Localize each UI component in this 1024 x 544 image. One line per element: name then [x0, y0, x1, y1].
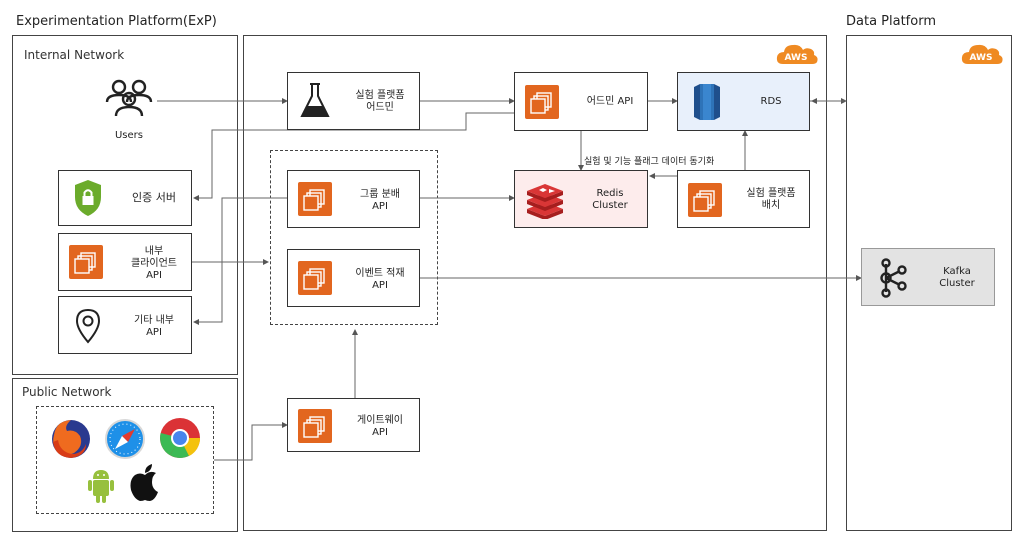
safari-icon — [104, 418, 146, 464]
redis-line1: Redis — [596, 188, 624, 199]
kafka-line2: Cluster — [939, 278, 975, 289]
rds-node[interactable]: RDS — [677, 72, 810, 131]
sync-edge-label: 실험 및 기능 플래그 데이터 동기화 — [584, 157, 715, 167]
aws-cloud-icon: AWS — [960, 42, 1004, 66]
batch-line2: 배치 — [761, 200, 781, 211]
event-api-node[interactable]: 이벤트 적재 API — [287, 249, 420, 307]
exp-platform-title: Experimentation Platform(ExP) — [16, 14, 217, 29]
users-icon — [104, 78, 154, 118]
api-group-box — [270, 150, 438, 325]
rds-label: RDS — [760, 96, 782, 107]
group-api-node[interactable]: 그룹 분배 API — [287, 170, 420, 228]
etc-api-line2: API — [146, 327, 162, 338]
users-label: Users — [114, 130, 143, 141]
firefox-icon — [50, 418, 92, 464]
exp-batch-node[interactable]: 실험 플랫폼 배치 — [677, 170, 810, 228]
redis-line2: Cluster — [592, 200, 628, 211]
admin-api-label: 어드민 API — [586, 96, 634, 107]
gateway-api-line1: 게이트웨이 — [357, 415, 403, 426]
internal-network-label: Internal Network — [24, 48, 125, 62]
client-api-line2: 클라이언트 — [131, 258, 177, 269]
compute-chip-icon — [298, 409, 332, 443]
android-icon — [86, 467, 116, 509]
event-api-line1: 이벤트 적재 — [355, 268, 405, 279]
public-network-label: Public Network — [22, 385, 112, 399]
data-platform-title: Data Platform — [846, 14, 936, 29]
gateway-api-node[interactable]: 게이트웨이 API — [287, 398, 420, 452]
flask-icon — [298, 82, 332, 124]
database-icon — [690, 83, 724, 125]
kafka-icon — [876, 258, 910, 302]
compute-chip-icon — [688, 183, 722, 217]
apple-icon — [128, 462, 162, 508]
other-internal-api-node[interactable]: 기타 내부 API — [58, 296, 192, 354]
client-apps-box — [36, 406, 214, 514]
compute-chip-icon — [298, 182, 332, 216]
kafka-node[interactable]: Kafka Cluster — [861, 248, 995, 306]
compute-chip-icon — [525, 85, 559, 119]
internal-client-api-node[interactable]: 내부 클라이언트 API — [58, 233, 192, 291]
client-api-line1: 내부 — [144, 246, 164, 257]
exp-admin-line2: 어드민 — [366, 102, 394, 113]
chrome-icon — [158, 416, 202, 464]
aws-text: AWS — [785, 53, 808, 63]
group-api-line1: 그룹 분배 — [360, 189, 400, 200]
aws-text: AWS — [970, 53, 993, 63]
event-api-line2: API — [372, 280, 388, 291]
etc-api-line1: 기타 내부 — [134, 315, 174, 326]
kafka-line1: Kafka — [943, 266, 971, 277]
compute-chip-icon — [298, 261, 332, 295]
auth-server-label: 인증 서버 — [132, 191, 176, 204]
location-pin-icon — [73, 307, 103, 349]
gateway-api-line2: API — [372, 427, 388, 438]
compute-chip-icon — [69, 245, 103, 279]
auth-server-node[interactable]: 인증 서버 — [58, 170, 192, 226]
client-api-line3: API — [146, 270, 162, 281]
shield-lock-icon — [73, 179, 103, 221]
redis-node[interactable]: Redis Cluster — [514, 170, 648, 228]
group-api-line2: API — [372, 201, 388, 212]
aws-cloud-icon: AWS — [775, 42, 819, 66]
exp-admin-node[interactable]: 실험 플랫폼 어드민 — [287, 72, 420, 130]
redis-stack-icon — [525, 183, 565, 223]
batch-line1: 실험 플랫폼 — [746, 188, 796, 199]
admin-api-node[interactable]: 어드민 API — [514, 72, 648, 131]
exp-admin-line1: 실험 플랫폼 — [355, 90, 405, 101]
